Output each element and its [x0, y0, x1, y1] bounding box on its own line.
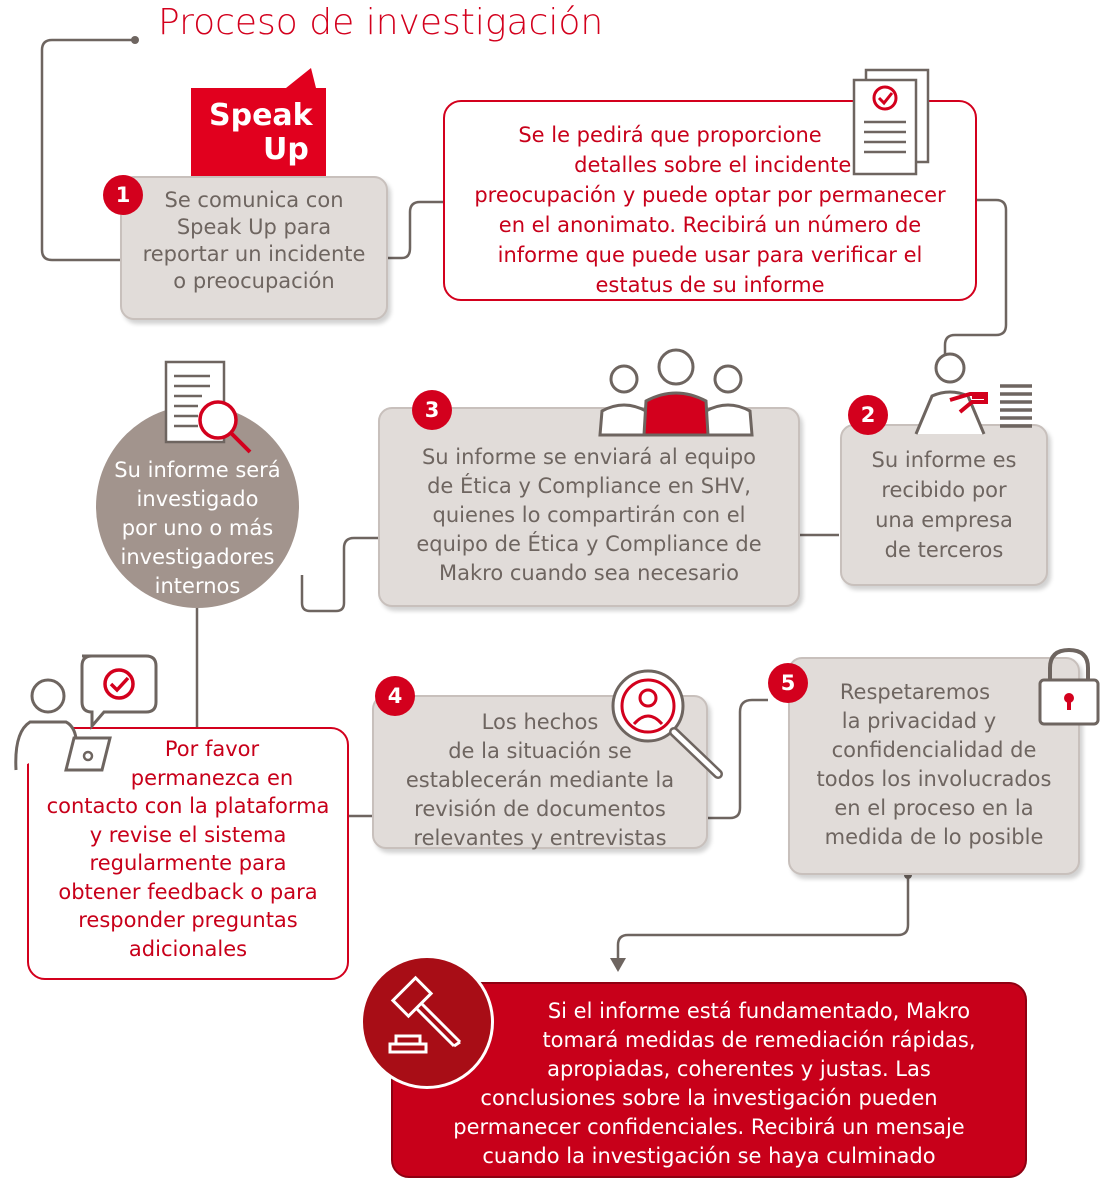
document-check-icon: [848, 68, 932, 182]
contact-line: contacto con la plataforma: [46, 794, 330, 818]
step-5-line: la privacidad y: [841, 709, 997, 733]
step-1-box: [120, 176, 388, 320]
final-box: [391, 982, 1027, 1178]
padlock-icon: [1036, 646, 1102, 732]
step-4-line: revisión de documentos: [414, 797, 666, 821]
details-text: Se le pedirá que proporcione detalles so…: [443, 120, 977, 300]
step-4-text: Los hechos de la situación se establecer…: [372, 708, 708, 853]
logo-text-up: Up: [263, 132, 309, 167]
connector-details-to-2: [943, 198, 1008, 360]
person-receiving-icon: [912, 350, 1037, 440]
step-1-line: reportar un incidente: [142, 242, 366, 266]
contact-line: obtener feedback o para: [58, 879, 318, 904]
step-3-line: equipo de Ética y Compliance de: [416, 532, 762, 556]
gavel-icon: [382, 972, 472, 1068]
step-4-badge: 4: [375, 676, 415, 716]
step-3-line: de Ética y Compliance en SHV,: [427, 474, 751, 498]
step-4-line: de la situación se: [448, 739, 632, 763]
details-line: preocupación y puede optar por permanece…: [474, 183, 946, 207]
investigated-line: por uno o más: [121, 516, 274, 540]
details-line: detalles sobre el incidente o: [574, 153, 871, 177]
contact-line: regularmente para: [89, 851, 287, 875]
contact-line: permanezca en: [130, 765, 294, 790]
step-3-line: quienes lo compartirán con el: [432, 503, 746, 527]
step-5-line: todos los involucrados: [816, 767, 1052, 791]
contact-line: responder preguntas: [78, 908, 298, 932]
contact-line: Por favor: [164, 737, 260, 761]
contact-line: adicionales: [128, 936, 248, 961]
step-1-line: Speak Up para: [176, 215, 332, 239]
details-line: informe que puede usar para verificar el: [497, 243, 923, 267]
step-4-line: Los hechos: [481, 710, 599, 734]
step-5-text: Respetaremos la privacidad y confidencia…: [788, 678, 1080, 852]
step-2-badge: 2: [848, 395, 888, 435]
final-line: tomará medidas de remediación rápidas,: [542, 1028, 976, 1052]
step-1-badge: 1: [103, 175, 143, 215]
connector-4-to-5: [708, 698, 768, 820]
step-1-text: Se comunica con Speak Up para reportar u…: [120, 187, 388, 295]
step-4-line: establecerán mediante la: [405, 768, 675, 792]
step-2-line: una empresa: [875, 508, 1013, 532]
step-3-line: Su informe se enviará al equipo: [421, 445, 757, 469]
step-2-line: recibido por: [881, 478, 1007, 502]
logo-text-speak: Speak: [209, 98, 313, 133]
step-2-box: [840, 424, 1048, 586]
details-line: Se le pedirá que proporcione: [518, 123, 822, 147]
group-icon: [596, 345, 756, 441]
final-line: Si el informe está fundamentado, Makro: [547, 999, 971, 1023]
step-3-line: Makro cuando sea necesario: [439, 561, 739, 585]
person-laptop-icon: [12, 648, 162, 777]
details-line: estatus de su informe: [595, 273, 825, 297]
step-5-line: en el proceso en la: [834, 796, 1034, 820]
step-3-badge: 3: [412, 390, 452, 430]
investigated-line: investigadores: [120, 545, 275, 569]
connector-1-to-details: [387, 200, 444, 260]
step-2-line: Su informe es: [871, 448, 1017, 472]
step-4-line: relevantes y entrevistas: [413, 826, 667, 850]
investigated-line: internos: [154, 574, 241, 598]
connector-5-to-final: [616, 873, 910, 958]
contact-text: Por favor permanezca en contacto con la …: [27, 735, 349, 963]
contact-line: y revise el sistema: [89, 822, 287, 847]
step-5-line: medida de lo posible: [824, 825, 1044, 849]
title-connector: [40, 38, 135, 262]
step-3-box: [378, 407, 800, 607]
final-line: permanecer confidenciales. Recibirá un m…: [453, 1115, 965, 1139]
investigated-line: Su informe será: [114, 458, 281, 482]
document-search-icon: [160, 360, 260, 464]
step-5-badge: 5: [768, 663, 808, 703]
connector-3-to-circle: [300, 536, 378, 613]
step-5-line: confidencialidad de: [831, 738, 1037, 762]
step-2-line: de terceros: [884, 538, 1004, 562]
step-5-box: [788, 657, 1080, 875]
details-line: en el anonimato. Recibirá un número de: [498, 213, 922, 237]
step-2-text: Su informe es recibido por una empresa d…: [840, 445, 1048, 565]
final-text: Si el informe está fundamentado, Makro t…: [391, 997, 1027, 1171]
speak-up-logo: Speak Up: [191, 68, 326, 185]
person-search-icon: [608, 666, 728, 786]
page-title: Proceso de investigación: [158, 2, 604, 43]
final-line: conclusiones sobre la investigación pued…: [480, 1086, 938, 1110]
investigated-text: Su informe será investigado por uno o má…: [96, 456, 299, 601]
step-5-line: Respetaremos: [839, 680, 991, 704]
investigated-line: investigado: [136, 487, 259, 511]
gavel-circle: [360, 955, 494, 1089]
step-1-line: o preocupación: [173, 269, 335, 293]
final-line: apropiadas, coherentes y justas. Las: [547, 1057, 931, 1081]
step-3-text: Su informe se enviará al equipo de Ética…: [378, 443, 800, 588]
step-1-line: Se comunica con: [164, 188, 344, 212]
final-line: cuando la investigación se haya culminad…: [482, 1144, 936, 1168]
